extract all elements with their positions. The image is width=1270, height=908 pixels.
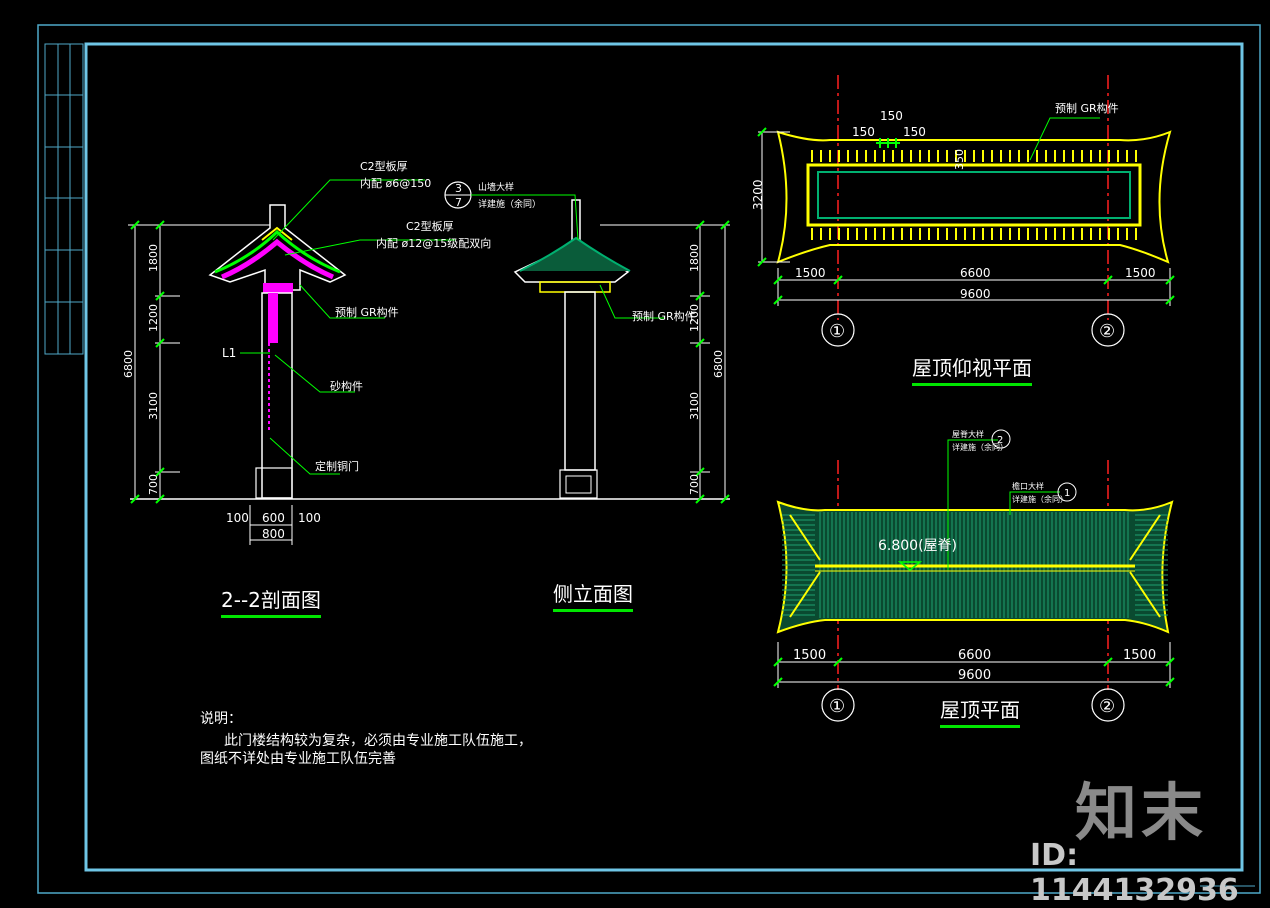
roof-plan-ridge-ref: 详建施（余同） xyxy=(952,442,1008,452)
roof-plan-6600: 6600 xyxy=(958,648,991,663)
watermark-brand: 知末 xyxy=(1075,776,1208,849)
roof-under-1500a: 1500 xyxy=(795,266,826,280)
side-dim-total: 6800 xyxy=(712,350,725,378)
roof-plan-axis1: ① xyxy=(829,696,845,717)
section-c2-top-rebar: 内配 ø6@150 xyxy=(360,176,431,190)
notes-heading: 说明： xyxy=(200,711,242,727)
section-dim-b3: 100 xyxy=(298,511,321,525)
side-dim-v1: 1800 xyxy=(688,244,701,272)
roof-under-350: 350 xyxy=(953,149,966,170)
roof-plan-ridge-no: 2 xyxy=(997,435,1003,446)
section-gate: 定制铜门 xyxy=(315,459,359,473)
section-dim-v3: 3100 xyxy=(147,392,160,420)
section-dim-b1: 100 xyxy=(226,511,249,525)
roof-under-1500b: 1500 xyxy=(1125,266,1156,280)
section-grc: 预制 GR构件 xyxy=(335,305,399,319)
roof-under-grc: 预制 GR构件 xyxy=(1055,101,1119,115)
section-c2-mid: C2型板厚 xyxy=(406,219,454,233)
section-drawing xyxy=(128,179,730,545)
roof-under-150c: 150 xyxy=(903,125,926,139)
section-sand: 砂构件 xyxy=(330,379,363,393)
roof-plan-eave-no: 1 xyxy=(1064,488,1070,499)
side-dim-v3: 3100 xyxy=(688,392,701,420)
roof-under-3200: 3200 xyxy=(751,179,765,210)
section-dim-v2: 1200 xyxy=(147,304,160,332)
side-detail-top: 3 xyxy=(455,182,462,195)
side-grc: 预制 GR构件 xyxy=(632,309,696,323)
title-roof-plan: 屋顶平面 xyxy=(940,694,1020,728)
roof-under-axis2: ② xyxy=(1099,321,1115,342)
section-dim-b4: 800 xyxy=(262,527,285,541)
notes-line2: 图纸不详处由专业施工队伍完善 xyxy=(200,751,396,767)
roof-plan-ridge: 屋脊大样 xyxy=(952,429,984,439)
side-dim-v2: 1200 xyxy=(688,304,701,332)
roof-under-150b: 150 xyxy=(852,125,875,139)
section-dim-v4: 700 xyxy=(147,474,160,495)
section-dim-v1: 1800 xyxy=(147,244,160,272)
roof-under-150a: 150 xyxy=(880,109,903,123)
roof-plan-drawing xyxy=(773,429,1175,722)
section-dim-total: 6800 xyxy=(122,350,135,378)
side-drawing xyxy=(444,181,730,504)
section-dim-b2: 600 xyxy=(262,511,285,525)
roof-plan-eave-ref: 详建施（余同） xyxy=(1012,494,1068,504)
side-detail-bot: 7 xyxy=(455,196,462,209)
roof-plan-elev: 6.800(屋脊) xyxy=(878,538,957,554)
side-ridge: 山墙大样 xyxy=(478,181,514,193)
title-section: 2--2剖面图 xyxy=(221,584,321,618)
roof-plan-eave: 檐口大样 xyxy=(1012,481,1044,491)
inner-frame xyxy=(84,42,1244,872)
roof-under-9600: 9600 xyxy=(960,287,991,301)
side-dim-v4: 700 xyxy=(688,474,701,495)
roof-plan-1500b: 1500 xyxy=(1123,648,1156,663)
title-side: 侧立面图 xyxy=(553,578,633,612)
title-roof-under: 屋顶仰视平面 xyxy=(912,352,1032,386)
roof-plan-axis2: ② xyxy=(1099,696,1115,717)
outer-frame xyxy=(37,24,1261,894)
section-l1: L1 xyxy=(222,346,236,360)
side-ridge-ref: 详建施（余同） xyxy=(478,198,541,210)
roof-under-axis1: ① xyxy=(829,321,845,342)
roof-plan-9600: 9600 xyxy=(958,668,991,683)
left-title-strip xyxy=(44,43,84,355)
section-c2-mid-rebar: 内配 ø12@15级配双向 xyxy=(376,236,491,250)
roof-plan-1500a: 1500 xyxy=(793,648,826,663)
roof-under-drawing xyxy=(757,75,1175,347)
section-c2-top: C2型板厚 xyxy=(360,159,408,173)
notes-line1: 此门楼结构较为复杂，必须由专业施工队伍施工， xyxy=(224,733,532,749)
roof-under-6600: 6600 xyxy=(960,266,991,280)
